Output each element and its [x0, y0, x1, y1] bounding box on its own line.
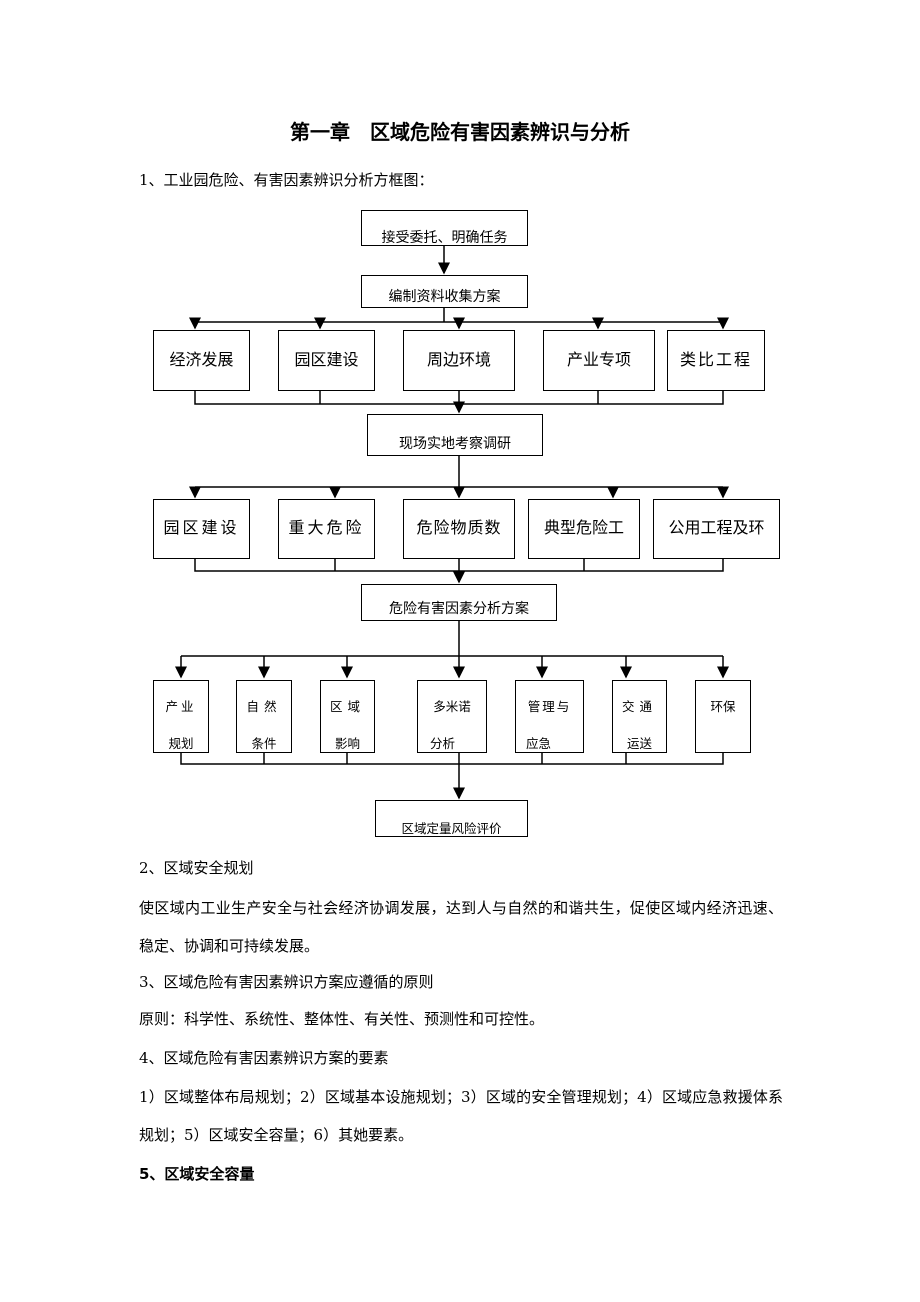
flow-box-analysis-plan: 危险有害因素分析方案 — [361, 584, 557, 621]
flow-box-row3: 区域影响 — [320, 680, 375, 753]
flow-box-row3: 产业规划 — [153, 680, 209, 753]
flow-box-label: 编制资料收集方案 — [388, 289, 501, 305]
flow-box-label: 交通 — [621, 699, 657, 714]
flow-box-row2: 公用工程及环 — [653, 499, 780, 559]
flow-box-row3: 多米诺分析 — [417, 680, 487, 753]
flow-box-label: 区域 — [329, 699, 365, 714]
flow-box-sublabel: 规划 — [168, 736, 194, 751]
flow-box-label: 危险物质数 — [416, 518, 502, 537]
flow-box-risk-evaluation: 区域定量风险评价 — [375, 800, 528, 837]
flow-box-label: 危险有害因素分析方案 — [389, 601, 529, 617]
flow-box-label: 类比工程 — [679, 350, 752, 369]
flow-box-label: 自然 — [246, 699, 282, 714]
flow-box-row2: 园区建设 — [153, 499, 250, 559]
flow-box-row1: 园区建设 — [278, 330, 375, 391]
flow-box-sublabel: 运送 — [626, 736, 652, 751]
chapter-title: 第一章 区域危险有害因素辨识与分析 — [290, 120, 630, 144]
flow-box-label: 园区建设 — [163, 518, 240, 537]
flow-box-row1: 产业专项 — [543, 330, 655, 391]
section4-body: 1）区域整体布局规划；2）区域基本设施规划；3）区域的安全管理规划；4）区域应急… — [139, 1088, 783, 1144]
flow-box-label: 产业 — [165, 699, 197, 714]
flow-box-row1: 经济发展 — [153, 330, 250, 391]
flow-box-label: 接受委托、明确任务 — [381, 230, 508, 246]
flow-box-label: 环保 — [710, 699, 736, 714]
flow-box-row2: 危险物质数 — [403, 499, 515, 559]
flow-box-sublabel: 条件 — [251, 736, 277, 751]
flow-box-label: 区域定量风险评价 — [401, 821, 502, 836]
flow-box-row3: 环保 — [695, 680, 751, 753]
flow-box-label: 重大危险 — [288, 518, 365, 537]
flow-box-row1: 周边环境 — [403, 330, 515, 391]
flow-box-sublabel: 分析 — [430, 736, 456, 751]
flow-box-row2: 典型危险工 — [528, 499, 640, 559]
flow-box-sublabel: 影响 — [334, 736, 360, 751]
flow-box-label: 公用工程及环 — [668, 518, 765, 537]
flow-box-row3: 交通运送 — [612, 680, 667, 753]
flow-box-label: 园区建设 — [294, 350, 359, 369]
flow-box-row3: 管理与应急 — [515, 680, 584, 753]
flow-box-label: 典型危险工 — [543, 518, 624, 537]
flow-box-label: 周边环境 — [426, 350, 491, 369]
section3-heading: 3、区域危险有害因素辨识方案应遵循的原则 — [139, 973, 434, 991]
section2-heading: 2、区域安全规划 — [139, 859, 254, 877]
flow-box-label: 经济发展 — [169, 350, 234, 369]
flow-box-sublabel: 应急 — [526, 736, 552, 751]
flow-box-collection-plan: 编制资料收集方案 — [361, 275, 528, 308]
flow-box-row1: 类比工程 — [667, 330, 765, 391]
section1-heading: 1、工业园危险、有害因素辨识分析方框图： — [139, 171, 434, 189]
flow-box-row3: 自然条件 — [236, 680, 292, 753]
section2-body: 使区域内工业生产安全与社会经济协调发展，达到人与自然的和谐共生，促使区域内经济迅… — [139, 899, 783, 955]
flow-box-row2: 重大危险 — [278, 499, 375, 559]
flow-box-label: 多米诺 — [433, 699, 471, 714]
section3-body: 原则：科学性、系统性、整体性、有关性、预测性和可控性。 — [139, 1010, 545, 1028]
flow-box-accept-task: 接受委托、明确任务 — [361, 210, 528, 246]
flow-box-label: 管理与 — [527, 699, 572, 714]
flow-box-site-survey: 现场实地考察调研 — [367, 414, 543, 456]
section4-heading: 4、区域危险有害因素辨识方案的要素 — [139, 1049, 389, 1067]
flow-box-label: 现场实地考察调研 — [399, 436, 511, 452]
section5-heading: 5、区域安全容量 — [139, 1165, 255, 1183]
flow-box-label: 产业专项 — [566, 350, 631, 369]
